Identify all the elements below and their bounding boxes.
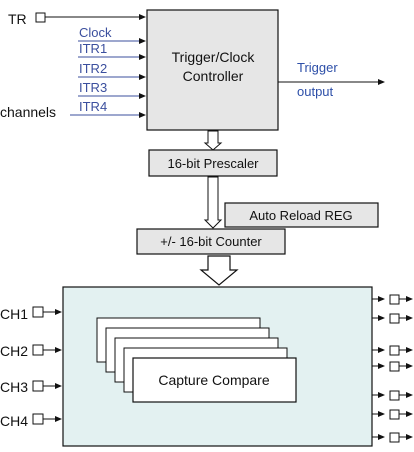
counter-to-capture-arrow <box>199 255 239 286</box>
trigger-output-label-line1: Trigger <box>297 60 338 75</box>
controller-label-line1: Trigger/Clock <box>172 49 256 65</box>
prescaler-label: 16-bit Prescaler <box>167 156 259 171</box>
tr-pin <box>35 12 46 23</box>
out6-pin <box>389 409 400 420</box>
itr4-label: ITR4 <box>79 99 107 114</box>
out1-pin <box>389 294 400 305</box>
tr-label: TR <box>8 11 27 27</box>
ch2-pin <box>32 344 44 356</box>
itr1-label: ITR1 <box>79 41 107 56</box>
trigger-clock-controller-block <box>146 9 279 131</box>
out3-pin <box>389 345 400 356</box>
capture-compare-card-front <box>132 357 297 403</box>
auto-reload-register-block <box>224 202 379 228</box>
ch1-label: CH1 <box>0 306 28 322</box>
counter-label: +/- 16-bit Counter <box>160 234 262 249</box>
out7-pin <box>389 432 400 443</box>
auto-reload-label: Auto Reload REG <box>249 208 352 223</box>
capture-compare-label: Capture Compare <box>158 372 269 388</box>
prescaler-to-counter-connector <box>203 176 223 229</box>
itr2-label: ITR2 <box>79 61 107 76</box>
prescaler-block <box>148 149 278 177</box>
ch3-pin <box>32 380 44 392</box>
ch3-label: CH3 <box>0 379 28 395</box>
out5-pin <box>389 390 400 401</box>
counter-block <box>136 228 286 255</box>
ch4-pin <box>32 413 44 425</box>
ch1-pin <box>32 306 44 318</box>
controller-to-prescaler-connector <box>203 130 223 151</box>
channels-label: channels <box>0 104 56 120</box>
trigger-output-label-line2: output <box>297 84 334 99</box>
ch4-label: CH4 <box>0 413 28 429</box>
output-pin-group <box>372 294 413 443</box>
controller-label-line2: Controller <box>183 68 244 84</box>
out2-pin <box>389 313 400 324</box>
out4-pin <box>389 361 400 372</box>
clock-label: Clock <box>79 25 112 40</box>
ch2-label: CH2 <box>0 343 28 359</box>
itr3-label: ITR3 <box>79 80 107 95</box>
